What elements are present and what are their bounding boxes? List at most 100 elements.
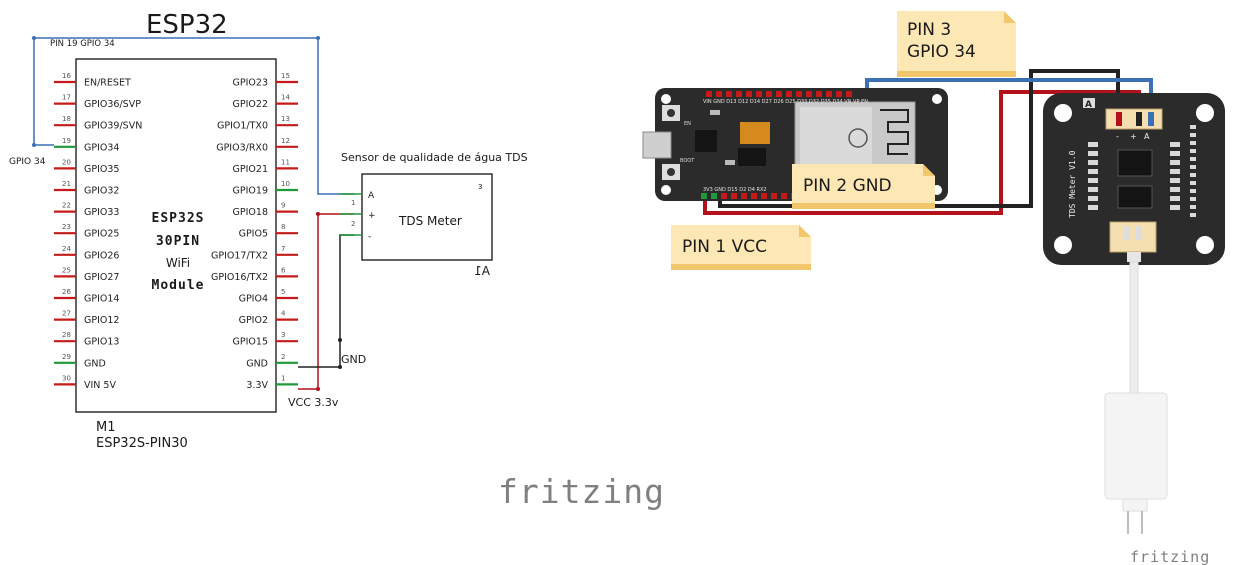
pin-label: GPIO22 xyxy=(233,99,268,110)
sensor-pin-label: - xyxy=(368,232,371,242)
pin-label: GPIO17/TX2 xyxy=(211,250,268,261)
wire-signal-blue xyxy=(33,37,354,195)
pin-label: GPIO2 xyxy=(239,315,268,326)
header-pin xyxy=(1116,112,1122,126)
pin-number: 4 xyxy=(281,310,286,318)
wroom-shield xyxy=(800,107,872,167)
sensor-box xyxy=(361,173,493,261)
smd-part xyxy=(1190,189,1196,193)
note-edge xyxy=(671,264,811,270)
note-edge xyxy=(897,71,1016,77)
pin-label: GPIO14 xyxy=(84,294,119,305)
pin-number: 7 xyxy=(281,245,285,253)
pin-label: GPIO34 xyxy=(84,142,119,153)
pin-number: 25 xyxy=(62,266,71,274)
pin-label: GPIO32 xyxy=(84,186,119,197)
tds-ic-1 xyxy=(1117,149,1153,177)
tds-header-label: + xyxy=(1130,132,1137,141)
smd-part xyxy=(1170,196,1180,201)
header-pin xyxy=(776,91,782,97)
sensor-ref: A1 xyxy=(474,264,490,278)
module-text: ESP32S 30PIN WiFi Module xyxy=(152,211,204,293)
pin-label: GPIO15 xyxy=(233,337,268,348)
pin-label: 3.3V xyxy=(246,380,268,391)
sensor-pin-label: + xyxy=(368,211,376,221)
header-pin xyxy=(746,91,752,97)
wire-left-label: GPIO 34 xyxy=(9,157,46,167)
pin-label: GPIO26 xyxy=(84,250,119,261)
pin-number: 29 xyxy=(62,353,71,361)
smd-part xyxy=(1088,196,1098,201)
note-pin3: PIN 3 GPIO 34 xyxy=(897,11,1016,77)
pin-number: 22 xyxy=(62,202,71,210)
smd-part xyxy=(1088,142,1098,147)
header-pin xyxy=(771,193,777,199)
tds-probe-connector xyxy=(1109,221,1157,253)
pin-label: GPIO12 xyxy=(84,315,119,326)
sensor-corner-num: 3 xyxy=(478,183,482,191)
note-fold xyxy=(1004,11,1016,23)
smd-part xyxy=(1190,157,1196,161)
header-pin xyxy=(846,91,852,97)
en-label: EN xyxy=(684,121,691,127)
header-pin xyxy=(826,91,832,97)
module-text-line-2: 30PIN xyxy=(156,234,200,249)
note-pin2-body xyxy=(792,164,935,208)
pin-number: 13 xyxy=(281,115,290,123)
tds-header-label: A xyxy=(1144,132,1150,141)
pin-number: 24 xyxy=(62,245,71,253)
header-pin xyxy=(761,193,767,199)
tds-header-label: - xyxy=(1116,132,1119,141)
pin-label: GPIO21 xyxy=(233,164,268,175)
header-pin xyxy=(741,193,747,199)
pin-number: 15 xyxy=(281,72,290,80)
tds-marker: A xyxy=(1085,100,1092,110)
probe-plug xyxy=(1127,252,1141,262)
note-pin3-line-2: GPIO 34 xyxy=(907,42,976,62)
pin-label: GND xyxy=(246,358,268,369)
pin-label: GPIO1/TX0 xyxy=(217,121,268,132)
header-pin xyxy=(736,91,742,97)
smd-part xyxy=(1190,213,1196,217)
pin-number: 9 xyxy=(281,202,285,210)
header-pin xyxy=(766,91,772,97)
esp-top-pin-labels: VIN GND D13 D12 D14 D27 D26 D25 D33 D32 … xyxy=(703,99,868,105)
smd-part xyxy=(1088,187,1098,192)
note-pin1-body xyxy=(671,225,811,270)
schematic-view: ESP32 16EN/RESET17GPIO36/SVP18GPIO39/SVN… xyxy=(9,10,528,451)
breadboard-view: EN BOOT VIN GND D13 D12 D14 D27 D26 D25 … xyxy=(642,11,1225,534)
smd-part xyxy=(1190,173,1196,177)
usb-uart-chip xyxy=(695,130,717,152)
pin-label: GPIO23 xyxy=(233,78,268,89)
button-cap xyxy=(667,109,675,117)
sensor-pin-num: 1 xyxy=(351,199,355,207)
pin-number: 17 xyxy=(62,94,71,102)
smd-part xyxy=(1190,205,1196,209)
smd-part xyxy=(1088,160,1098,165)
bb-wire-gnd-black xyxy=(718,69,1120,208)
header-pin xyxy=(786,91,792,97)
sensor-name: TDS Meter xyxy=(398,214,462,228)
wire-joint xyxy=(338,365,342,369)
smd-part xyxy=(1190,165,1196,169)
smd-part xyxy=(1088,151,1098,156)
vcc-label: VCC 3.3v xyxy=(288,396,339,409)
part-ref: M1 xyxy=(96,420,116,435)
usb-port xyxy=(642,131,672,159)
header-pin xyxy=(781,193,787,199)
probe-body xyxy=(1104,392,1168,500)
gnd-label: GND xyxy=(341,353,366,366)
sensor-pin-num: 2 xyxy=(351,220,355,228)
pin-label: GPIO13 xyxy=(84,337,119,348)
smd-part xyxy=(1190,125,1196,129)
probe-tip xyxy=(1122,498,1148,512)
pin-label: GPIO5 xyxy=(239,229,268,240)
pin-number: 19 xyxy=(62,137,71,145)
mount-hole xyxy=(1054,236,1072,254)
button-cap xyxy=(667,168,675,176)
module-text-line-3: WiFi xyxy=(166,256,190,270)
pin-number: 10 xyxy=(281,180,290,188)
pin-label: GPIO27 xyxy=(84,272,119,283)
pin-label: GPIO33 xyxy=(84,207,119,218)
note-edge xyxy=(792,203,935,209)
